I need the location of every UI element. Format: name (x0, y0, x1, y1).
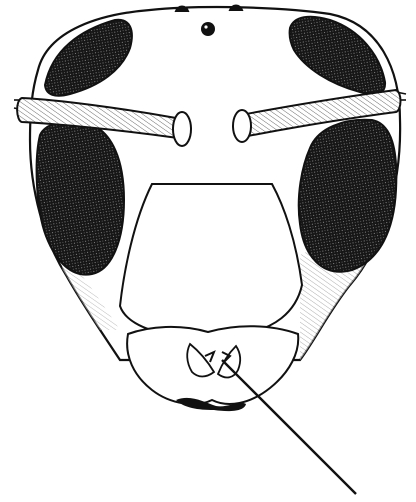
ocellus (201, 22, 215, 36)
vertex-bump-right (229, 5, 243, 11)
labrum (127, 326, 298, 404)
compound-eye-right (299, 120, 397, 272)
clypeus (120, 184, 302, 334)
pointer-line (222, 360, 356, 494)
compound-eye-left (37, 121, 124, 274)
